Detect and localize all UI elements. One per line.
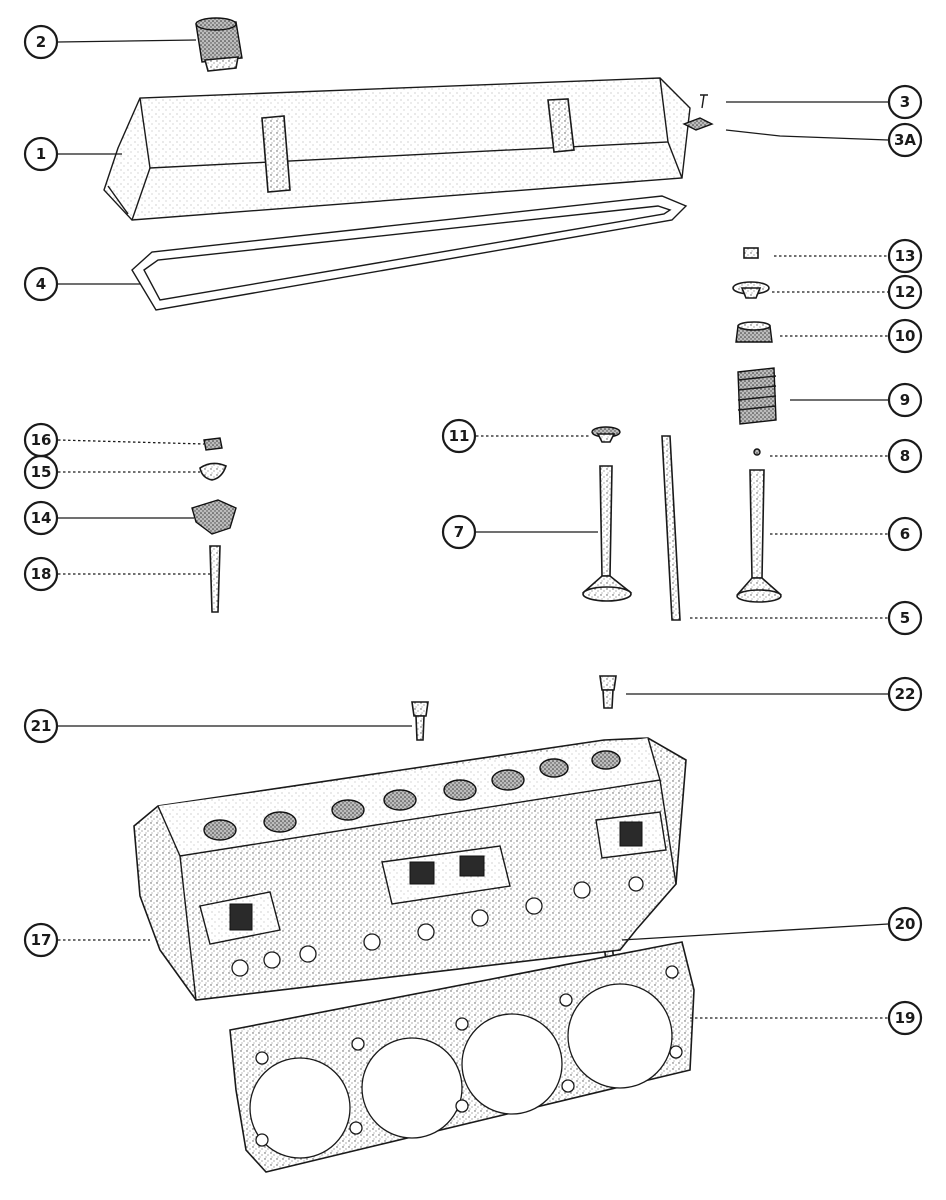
callout-2-label: 2 [36, 33, 46, 51]
callout-15-label: 15 [31, 463, 52, 481]
callout-2: 2 [23, 24, 59, 60]
callout-5-label: 5 [900, 609, 910, 627]
callout-21: 21 [23, 708, 59, 744]
callout-18-label: 18 [31, 565, 52, 583]
callout-13: 13 [887, 238, 923, 274]
callout-6: 6 [887, 516, 923, 552]
callout-8: 8 [887, 438, 923, 474]
part-3a-clip [682, 117, 714, 131]
callout-3a: 3A [887, 122, 923, 158]
part-11-valve-cap [591, 426, 621, 443]
callout-12-label: 12 [895, 283, 916, 301]
callout-19: 19 [887, 1000, 923, 1036]
part-3-screw [700, 94, 708, 109]
callout-18: 18 [23, 556, 59, 592]
part-14-rocker-arm [191, 499, 237, 535]
callout-11-label: 11 [449, 427, 470, 445]
callout-14-label: 14 [31, 509, 52, 527]
callout-13-label: 13 [895, 247, 916, 265]
part-13-valve-lock [743, 247, 759, 259]
callout-14: 14 [23, 500, 59, 536]
callout-6-label: 6 [900, 525, 910, 543]
callout-15: 15 [23, 454, 59, 490]
callout-20: 20 [887, 906, 923, 942]
callout-7: 7 [441, 514, 477, 550]
callout-20-label: 20 [895, 915, 916, 933]
callout-8-label: 8 [900, 447, 910, 465]
part-9-valve-spring [737, 367, 777, 425]
callout-16-label: 16 [31, 431, 52, 449]
part-8-oil-seal [753, 448, 761, 456]
callout-3a-label: 3A [894, 131, 916, 149]
leader-lines [57, 39, 889, 1019]
callout-1: 1 [23, 136, 59, 172]
callout-11: 11 [441, 418, 477, 454]
part-16-nut [203, 437, 223, 451]
callout-3-label: 3 [900, 93, 910, 111]
callout-9: 9 [887, 382, 923, 418]
callout-16: 16 [23, 422, 59, 458]
part-10-valve-shield [735, 321, 773, 343]
part-22-bolt [599, 675, 617, 709]
part-15-ball [199, 462, 227, 481]
part-6-valve [736, 469, 783, 603]
callout-4-label: 4 [36, 275, 46, 293]
callout-10: 10 [887, 318, 923, 354]
callout-10-label: 10 [895, 327, 916, 345]
callout-3: 3 [887, 84, 923, 120]
part-12-valve-cap [732, 281, 770, 299]
part-4-cover-gasket [131, 195, 688, 311]
callout-17: 17 [23, 922, 59, 958]
callout-9-label: 9 [900, 391, 910, 409]
part-18-rocker-stud [209, 545, 221, 613]
part-17-cylinder-head [133, 737, 687, 1001]
callout-4: 4 [23, 266, 59, 302]
callout-22-label: 22 [895, 685, 916, 703]
callout-1-label: 1 [36, 145, 46, 163]
part-21-bolt [411, 701, 429, 741]
callout-7-label: 7 [454, 523, 464, 541]
part-5-push-rod [661, 435, 681, 621]
part-1-valve-rocker-cover [103, 77, 691, 221]
part-2-oil-filler-cap [195, 17, 243, 72]
callout-19-label: 19 [895, 1009, 916, 1027]
callout-21-label: 21 [31, 717, 52, 735]
callout-12: 12 [887, 274, 923, 310]
part-19-head-gasket [229, 941, 695, 1173]
part-7-valve [581, 465, 633, 602]
callout-22: 22 [887, 676, 923, 712]
callout-17-label: 17 [31, 931, 52, 949]
callout-5: 5 [887, 600, 923, 636]
